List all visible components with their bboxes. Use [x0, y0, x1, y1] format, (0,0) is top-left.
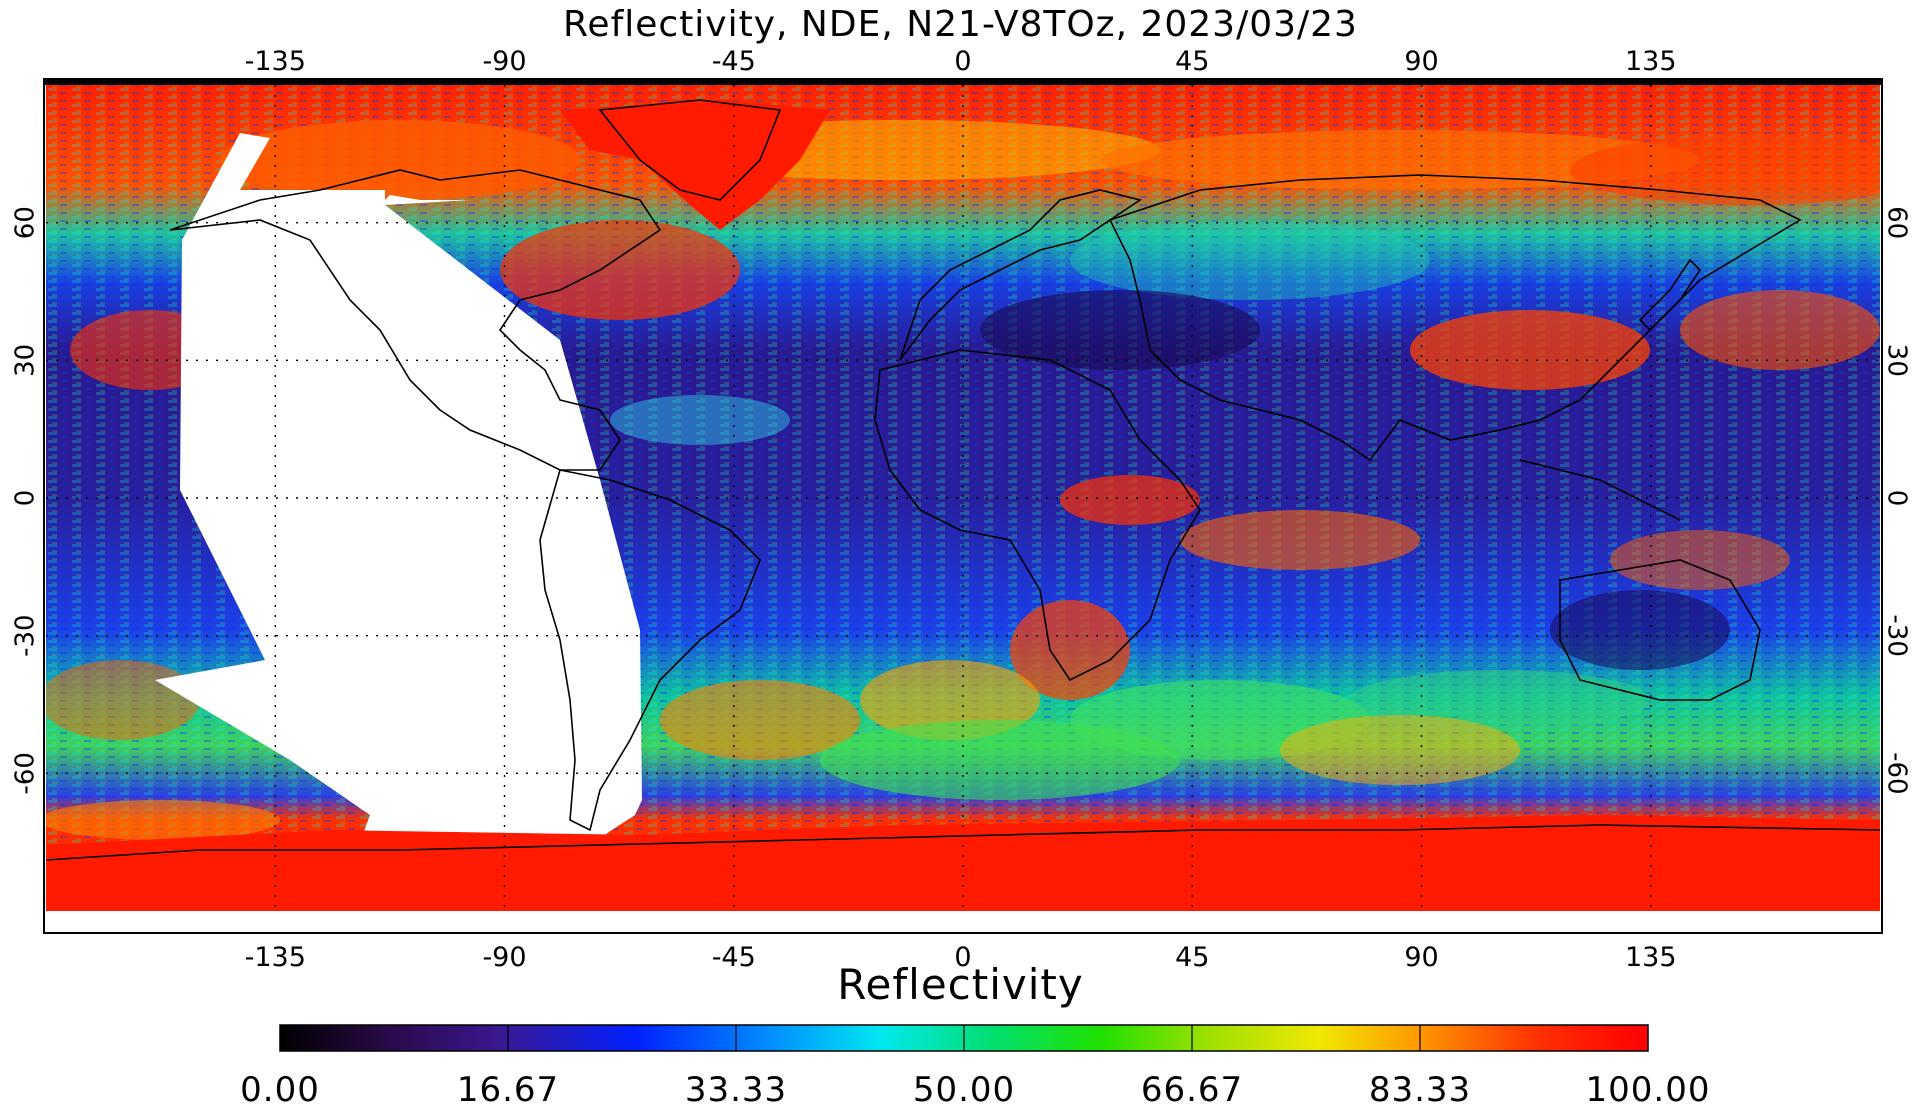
greenland-region	[560, 100, 830, 230]
lon-tick-label: -90	[482, 942, 526, 973]
colorbar-title: Reflectivity	[837, 960, 1084, 1009]
cloud-feature	[820, 720, 1180, 800]
lat-tick-label: 30	[11, 344, 41, 377]
lat-ticks-right: 60 30 0 -30 -60	[1882, 206, 1912, 794]
lon-tick-label: 90	[1404, 942, 1438, 973]
lat-tick-label: 60	[11, 206, 41, 239]
lat-tick-label: 30	[1882, 344, 1912, 377]
colorbar-ticks	[507, 1025, 1421, 1051]
lon-tick-label: 45	[1175, 942, 1209, 973]
lat-tick-label: 60	[1882, 206, 1912, 239]
lon-ticks-top: -135 -90 -45 0 45 90 135	[245, 46, 1677, 77]
cloud-feature	[500, 220, 740, 320]
colorbar-tick-label: 100.00	[1585, 1070, 1711, 1110]
lon-tick-label: -45	[712, 942, 756, 973]
lon-tick-label: 135	[1625, 46, 1677, 77]
colorbar-tick-label: 50.00	[912, 1070, 1016, 1110]
lat-ticks-left: 60 30 0 -30 -60	[11, 206, 41, 794]
lat-tick-label: 0	[11, 490, 41, 507]
coastlines	[46, 99, 1880, 861]
cloud-feature	[1060, 475, 1200, 525]
lon-tick-label: -90	[482, 46, 526, 77]
colorbar-tick-label: 66.67	[1140, 1070, 1244, 1110]
colorbar-tick-label: 33.33	[684, 1070, 788, 1110]
lat-tick-label: -30	[11, 614, 41, 656]
colorbar-tick-label: 0.00	[240, 1070, 320, 1110]
cloud-feature	[1280, 715, 1520, 785]
lon-tick-label: 90	[1404, 46, 1438, 77]
missing-data-swath	[155, 133, 642, 910]
cloud-feature	[1610, 530, 1790, 590]
cloud-features	[46, 120, 1880, 840]
cloud-feature	[610, 395, 790, 445]
lon-tick-label: -135	[245, 942, 306, 973]
lon-tick-label: 0	[954, 46, 971, 77]
cloud-feature	[1570, 135, 1880, 205]
cloud-feature	[220, 120, 580, 200]
cloud-feature	[1350, 670, 1650, 730]
cloud-feature	[1180, 510, 1420, 570]
cloud-feature	[1410, 310, 1650, 390]
lon-tick-label: -135	[245, 46, 306, 77]
cloud-feature	[980, 290, 1260, 370]
cloud-feature	[860, 660, 1040, 740]
cloud-feature	[1070, 220, 1430, 300]
cloud-feature	[660, 680, 860, 760]
lon-tick-label: 0	[954, 942, 971, 973]
cloud-feature	[1680, 290, 1880, 370]
cloud-feature	[1550, 590, 1730, 670]
lat-tick-label: -30	[1882, 614, 1912, 656]
cloud-feature	[46, 800, 280, 840]
lat-tick-label: 0	[1882, 490, 1912, 507]
top-border-bar	[44, 79, 1882, 85]
lon-tick-label: -45	[712, 46, 756, 77]
cloud-feature	[1100, 130, 1700, 190]
lon-tick-label: 45	[1175, 46, 1209, 77]
lon-tick-label: 135	[1625, 942, 1677, 973]
colorbar-tick-label: 83.33	[1368, 1070, 1472, 1110]
cloud-feature	[1010, 600, 1130, 700]
lon-ticks-bottom: -135 -90 -45 0 45 90 135	[245, 942, 1677, 973]
cloud-feature	[46, 660, 200, 740]
colorbar-tick-label: 16.67	[456, 1070, 560, 1110]
lat-tick-label: -60	[1882, 752, 1912, 794]
figure-title: Reflectivity, NDE, N21-V8TOz, 2023/03/23	[563, 4, 1358, 45]
lat-tick-label: -60	[11, 752, 41, 794]
